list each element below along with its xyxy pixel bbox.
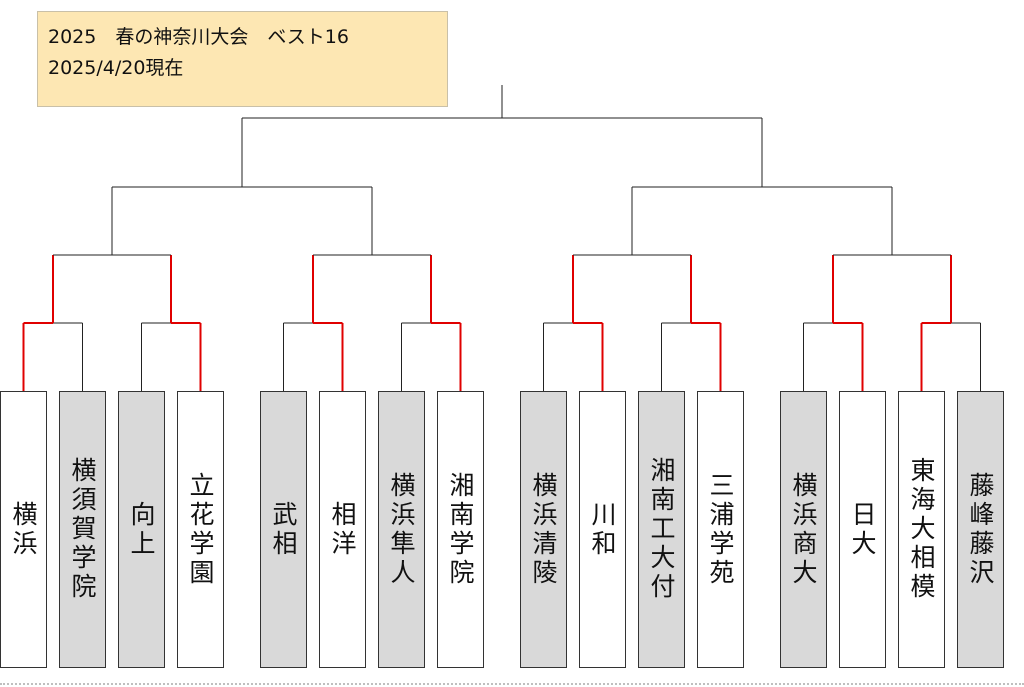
team-name: 三浦学苑 [706,471,735,588]
team-name: 横浜隼人 [387,471,416,588]
team-name: 武相 [269,500,298,559]
title-box: 2025 春の神奈川大会 ベスト16 2025/4/20現在 [37,11,448,107]
team-box: 湘南学院 [437,391,484,668]
team-name: 横浜 [9,500,38,559]
tournament-title: 2025 春の神奈川大会 ベスト16 [48,26,349,48]
as-of-date: 2025/4/20現在 [48,57,184,79]
team-box: 三浦学苑 [697,391,744,668]
team-box: 横浜隼人 [378,391,425,668]
bottom-divider [0,683,1024,685]
team-name: 相洋 [328,500,357,559]
team-box: 相洋 [319,391,366,668]
team-box: 横浜 [0,391,47,668]
team-box: 武相 [260,391,307,668]
team-name: 藤峰藤沢 [966,471,995,588]
team-box: 横須賀学院 [59,391,106,668]
team-name: 湘南工大付 [647,457,676,602]
team-name: 東海大相模 [907,457,936,602]
team-box: 横浜商大 [780,391,827,668]
team-name: 湘南学院 [446,471,475,588]
team-name: 横浜清陵 [529,471,558,588]
team-box: 東海大相模 [898,391,945,668]
team-box: 立花学園 [177,391,224,668]
team-box: 日大 [839,391,886,668]
team-name: 向上 [127,500,156,559]
team-name: 立花学園 [186,471,215,588]
team-box: 横浜清陵 [520,391,567,668]
team-box: 川和 [579,391,626,668]
team-box: 湘南工大付 [638,391,685,668]
team-box: 向上 [118,391,165,668]
team-name: 横浜商大 [789,471,818,588]
team-box: 藤峰藤沢 [957,391,1004,668]
team-name: 川和 [588,500,617,559]
team-name: 横須賀学院 [68,457,97,602]
team-name: 日大 [848,500,877,559]
